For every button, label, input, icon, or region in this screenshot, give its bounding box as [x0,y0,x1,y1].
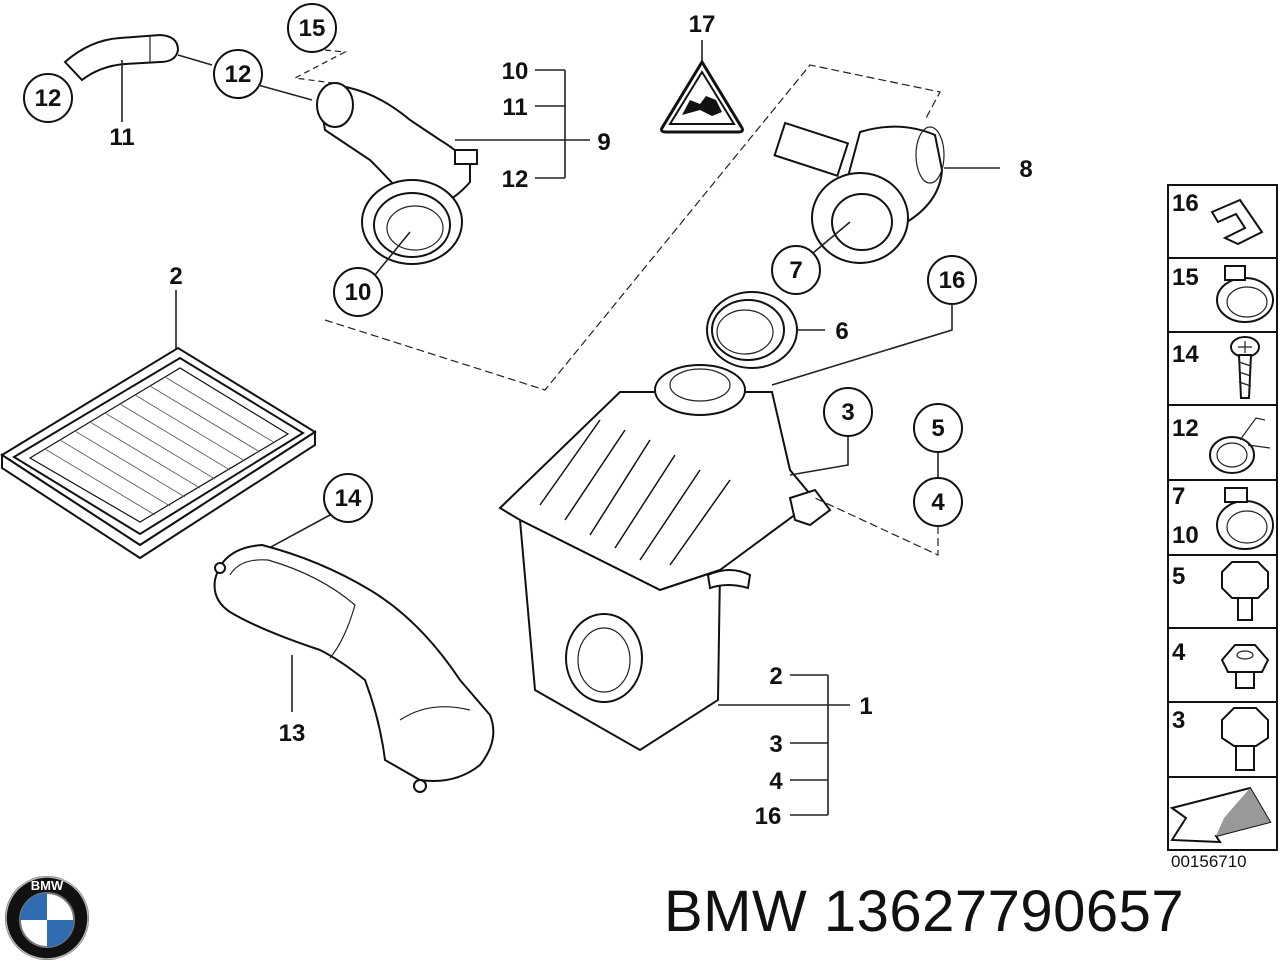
legend-label-3: 3 [1172,707,1185,734]
callout-5-top: 5 [913,403,963,453]
hex-bolt-icon [1221,561,1269,621]
filter-housing-part-1 [498,364,832,752]
clip-icon [1210,198,1264,246]
legend-label-16: 16 [1172,190,1199,217]
svg-text:4: 4 [931,489,945,516]
callout-3-top: 3 [823,387,873,437]
rubber-ring-part-6 [706,291,798,369]
callout-17: 17 [689,11,716,38]
callout-3-group: 3 [769,731,782,758]
screw-icon [1230,336,1260,399]
callout-12-group: 12 [502,166,529,193]
callout-13: 13 [279,720,306,747]
callout-16-group: 16 [755,803,782,830]
caption-part-number: BMW 13627790657 [664,879,1185,944]
callout-11-group: 11 [502,94,527,121]
legend-label-5: 5 [1172,563,1185,590]
svg-text:5: 5 [931,415,944,442]
legend-label-4: 4 [1172,639,1186,666]
hose-clamp-icon [1216,265,1274,323]
callout-8: 8 [1019,156,1032,183]
reference-number: 00156710 [1171,852,1247,871]
air-mass-meter-part-8 [773,121,945,264]
callout-9: 9 [597,129,610,156]
warning-triangle-icon [660,59,744,134]
nut-icon [1220,644,1270,689]
callout-6: 6 [835,318,848,345]
svg-text:15: 15 [299,15,326,42]
svg-text:12: 12 [225,61,252,88]
svg-text:10: 10 [345,279,372,306]
legend-label-14: 14 [1172,341,1199,368]
intake-pipe-part-9 [316,82,478,265]
spring-clamp-icon [1209,417,1271,474]
air-filter-part-2 [0,346,317,560]
callout-10-group: 10 [502,58,529,85]
callout-12-top: 12 [213,49,263,99]
legend-label-10: 10 [1172,522,1199,549]
hose-part-11 [63,33,180,82]
bmw-logo: BMW [5,876,89,960]
legend-panel: 16 15 14 12 7 10 5 4 3 [1167,184,1278,851]
callout-11-left: 11 [109,124,134,151]
front-arrow-icon [1169,786,1272,844]
callout-12-left: 12 [23,73,73,123]
legend-label-7: 7 [1172,483,1185,510]
svg-text:14: 14 [335,485,362,512]
callout-15: 15 [287,3,337,53]
callout-2-group: 2 [769,663,782,690]
callout-16-top: 16 [927,255,977,305]
callout-4-group: 4 [769,768,783,795]
callout-1: 1 [859,693,872,720]
bolt-icon [1221,707,1269,771]
svg-text:BMW: BMW [31,878,64,893]
svg-text:7: 7 [789,257,802,284]
svg-text:16: 16 [939,267,966,294]
callout-4-top: 4 [913,477,963,527]
callout-7: 7 [771,245,821,295]
callout-10-pipe: 10 [333,267,383,317]
intake-duct-part-13 [213,543,495,793]
band-clamp-icon [1216,487,1274,550]
callout-2-filter: 2 [169,263,182,290]
svg-text:3: 3 [841,399,854,426]
svg-text:12: 12 [35,85,62,112]
legend-label-12: 12 [1172,415,1199,442]
callout-14: 14 [323,473,373,523]
legend-label-15: 15 [1172,264,1199,291]
